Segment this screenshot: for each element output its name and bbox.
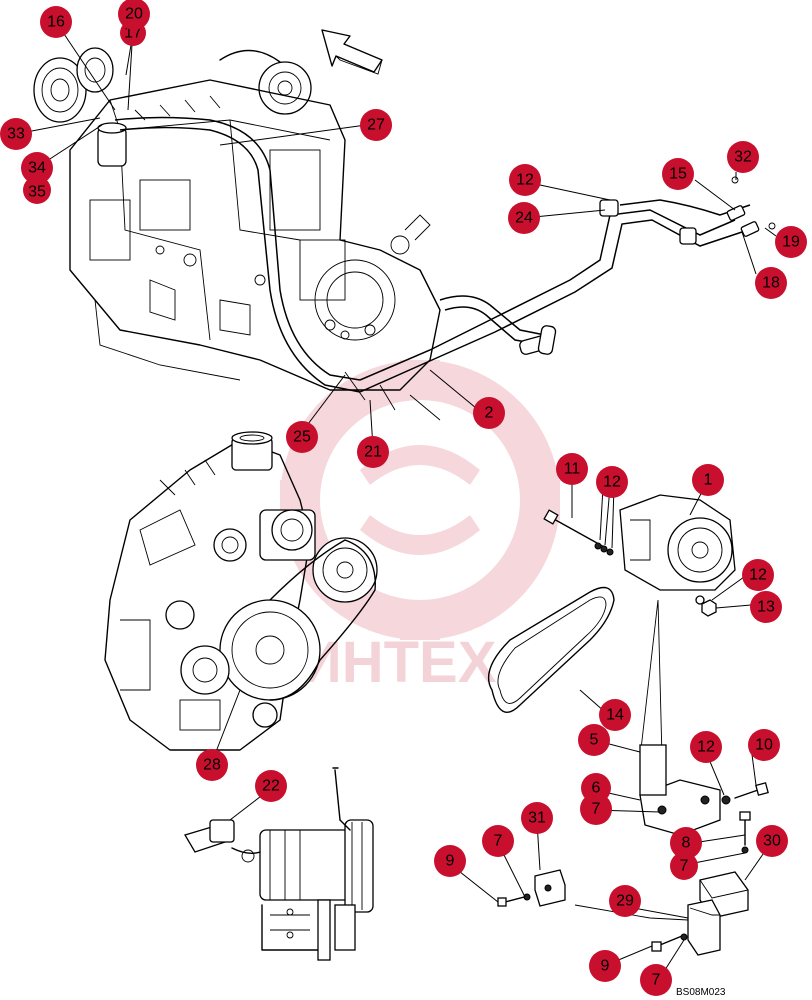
svg-text:9: 9 [446, 853, 455, 870]
callout-27: 27 [360, 109, 392, 141]
svg-text:11: 11 [564, 461, 581, 478]
svg-text:7: 7 [494, 833, 503, 850]
callout-22: 22 [255, 770, 287, 802]
svg-text:1: 1 [704, 472, 713, 489]
callout-11: 11 [556, 453, 588, 485]
svg-text:27: 27 [367, 117, 385, 134]
callout-14: 14 [599, 699, 631, 731]
svg-text:16: 16 [47, 14, 65, 31]
svg-text:22: 22 [262, 778, 280, 795]
callout-19: 19 [775, 226, 807, 258]
callout-7-bracket: 7 [580, 793, 612, 825]
callout-21: 21 [357, 436, 389, 468]
callout-30: 30 [756, 825, 788, 857]
svg-text:14: 14 [606, 707, 624, 724]
svg-text:12: 12 [516, 172, 534, 189]
svg-text:33: 33 [7, 126, 25, 143]
callout-18: 18 [755, 267, 787, 299]
svg-text:5: 5 [590, 732, 599, 749]
callout-2: 2 [473, 397, 505, 429]
callout-5: 5 [578, 724, 610, 756]
callout-9-bottom: 9 [589, 950, 621, 982]
engine-front-view [104, 431, 378, 751]
compressor-exploded-view [487, 494, 769, 956]
callout-1: 1 [692, 464, 724, 496]
callout-10: 10 [748, 729, 780, 761]
svg-text:13: 13 [757, 599, 775, 616]
callout-7-left: 7 [482, 825, 514, 857]
svg-text:9: 9 [601, 958, 610, 975]
watermark-text: ИНТЕХ [300, 630, 497, 695]
svg-text:12: 12 [749, 567, 767, 584]
callout-20: 20 [118, 0, 150, 30]
svg-text:32: 32 [734, 149, 752, 166]
svg-text:8: 8 [682, 835, 691, 852]
callout-12-nut: 12 [742, 559, 774, 591]
callout-35: 35 [23, 176, 51, 204]
svg-text:31: 31 [528, 810, 546, 827]
svg-text:35: 35 [28, 184, 46, 201]
watermark-gear-icon [280, 360, 560, 640]
front-direction-arrow-icon [321, 29, 383, 75]
svg-text:10: 10 [755, 737, 773, 754]
svg-text:30: 30 [763, 833, 781, 850]
callout-29: 29 [609, 885, 641, 917]
callout-12-top: 12 [509, 164, 541, 196]
svg-text:6: 6 [592, 780, 601, 797]
callout-16: 16 [40, 6, 72, 38]
svg-text:2: 2 [485, 405, 494, 422]
callout-32: 32 [727, 141, 759, 173]
svg-text:34: 34 [28, 160, 46, 177]
callout-34: 34 [21, 152, 53, 184]
callout-7-mid: 7 [670, 852, 698, 880]
svg-text:12: 12 [697, 739, 715, 756]
figure-code: BS08M023 [676, 987, 726, 998]
svg-text:7: 7 [592, 801, 601, 818]
svg-text:7: 7 [652, 972, 661, 989]
compressor-side-view [184, 767, 374, 961]
callout-25: 25 [286, 421, 318, 453]
svg-text:24: 24 [515, 210, 533, 227]
callout-33: 33 [0, 118, 32, 150]
svg-text:12: 12 [603, 474, 621, 491]
callout-13: 13 [750, 591, 782, 623]
callout-8: 8 [670, 827, 702, 859]
svg-text:7: 7 [680, 858, 689, 875]
callout-9-left: 9 [434, 845, 466, 877]
callout-24: 24 [508, 202, 540, 234]
callout-31: 31 [521, 802, 553, 834]
callout-7-bottom: 7 [640, 964, 672, 996]
svg-text:21: 21 [364, 444, 382, 461]
callout-12-spacer: 12 [690, 731, 722, 763]
svg-text:20: 20 [125, 6, 143, 23]
engine-top-view [33, 47, 441, 391]
callout-15: 15 [662, 158, 694, 190]
svg-text:25: 25 [293, 429, 311, 446]
refrigerant-hose-assembly [114, 116, 776, 421]
callout-12-washers: 12 [596, 466, 628, 498]
callout-28: 28 [196, 749, 228, 781]
svg-text:28: 28 [203, 757, 221, 774]
svg-text:29: 29 [616, 893, 634, 910]
svg-text:15: 15 [669, 166, 687, 183]
svg-text:19: 19 [782, 234, 800, 251]
svg-text:18: 18 [762, 275, 780, 292]
